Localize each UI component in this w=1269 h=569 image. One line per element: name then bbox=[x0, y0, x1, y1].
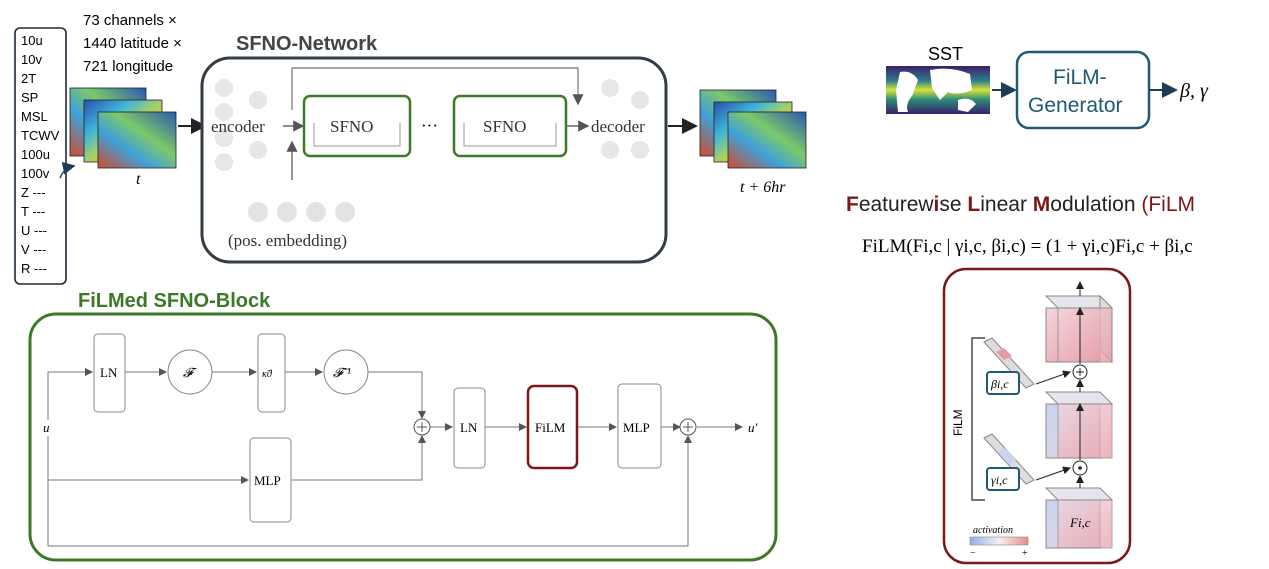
variable-item: 100v bbox=[21, 166, 50, 181]
film-equation: FiLM(Fi,c | γi,c, βi,c) = (1 + γi,c)Fi,c… bbox=[862, 236, 1193, 257]
variable-item: 10u bbox=[21, 33, 43, 48]
encoder-label: encoder bbox=[211, 117, 265, 136]
add-operator-icon bbox=[1072, 364, 1088, 380]
activation-legend-title: activation bbox=[973, 525, 1013, 536]
sum-node-1 bbox=[413, 418, 431, 436]
layer-norm-2-label: LN bbox=[460, 420, 478, 435]
sst-map-icon bbox=[886, 66, 990, 114]
beta-label-box bbox=[986, 371, 1020, 395]
beta-vector-icon bbox=[983, 337, 1071, 389]
u-output-label: u′ bbox=[748, 420, 758, 435]
film-block-panel bbox=[28, 312, 778, 562]
feature-label: Fi,c bbox=[1069, 515, 1091, 530]
variable-item: V --- bbox=[21, 242, 46, 257]
network-title: SFNO-Network bbox=[236, 33, 378, 55]
variable-item: 2T bbox=[21, 71, 36, 86]
beta-label: βi,c bbox=[990, 377, 1009, 391]
pos-embedding-icon bbox=[248, 202, 355, 222]
fourier-transform-node bbox=[167, 349, 213, 395]
variable-item: T --- bbox=[21, 204, 45, 219]
spectral-kernel bbox=[257, 333, 286, 413]
pos-embedding-label: (pos. embedding) bbox=[228, 231, 347, 250]
skip-mlp-layer bbox=[249, 437, 292, 523]
gamma-label-box bbox=[986, 467, 1020, 491]
decoder-net-icon bbox=[601, 79, 649, 159]
layer-norm-1 bbox=[93, 333, 126, 413]
film-block-title: FiLMed SFNO-Block bbox=[78, 290, 271, 312]
film-generator-box bbox=[1015, 50, 1151, 130]
sfno-block-2-label: SFNO bbox=[483, 117, 526, 136]
ellipsis: ··· bbox=[421, 116, 438, 135]
dims-channels: 73 channels × bbox=[83, 12, 177, 29]
variable-item: SP bbox=[21, 90, 38, 105]
input-variable-list: 10u 10v 2T SP MSL TCWV 100u 100v Z --- T… bbox=[14, 27, 67, 285]
film-generator-line1: FiLM- bbox=[1053, 66, 1107, 89]
gamma-label: γi,c bbox=[991, 473, 1008, 487]
inverse-fourier-node bbox=[323, 349, 369, 395]
output-feature-cube bbox=[1044, 294, 1114, 364]
input-field-stack-icon bbox=[59, 87, 177, 179]
inverse-fourier-label: 𝓕⁻¹ bbox=[333, 365, 351, 380]
film-generator-line2: Generator bbox=[1028, 94, 1123, 117]
skip-mlp-label: MLP bbox=[254, 473, 281, 488]
variable-item: 10v bbox=[21, 52, 42, 67]
multiply-operator-icon bbox=[1072, 460, 1088, 476]
film-layer bbox=[526, 384, 579, 470]
activation-legend-minus: − bbox=[970, 548, 976, 559]
variable-item: U --- bbox=[21, 223, 47, 238]
scaled-feature-cube bbox=[1044, 391, 1114, 459]
output-field-stack-icon bbox=[699, 89, 807, 169]
time-output-label: t + 6hr bbox=[740, 179, 786, 196]
sfno-block-1-label: SFNO bbox=[330, 117, 373, 136]
activation-legend-bar bbox=[969, 536, 1029, 546]
block-connections bbox=[47, 368, 743, 547]
generator-output: β, γ bbox=[1179, 80, 1209, 102]
layer-norm-2 bbox=[453, 387, 486, 469]
film-title: Featurewise Linear Modulation (FiLM bbox=[846, 193, 1195, 216]
layer-norm-1-label: LN bbox=[100, 365, 118, 380]
decoder-label: decoder bbox=[591, 117, 645, 136]
dims-longitude: 721 longitude bbox=[83, 58, 173, 75]
mlp-layer-label: MLP bbox=[623, 420, 650, 435]
input-feature-cube bbox=[1044, 487, 1114, 549]
variable-item: MSL bbox=[21, 109, 48, 124]
activation-legend-plus: + bbox=[1022, 548, 1028, 559]
film-side-label: FiLM bbox=[951, 409, 965, 436]
sfno-block-1 bbox=[302, 94, 412, 158]
sst-label: SST bbox=[928, 44, 963, 64]
variable-item: TCWV bbox=[21, 128, 60, 143]
film-layer-label: FiLM bbox=[535, 420, 566, 435]
variable-item: 100u bbox=[21, 147, 50, 162]
encoder-net-icon bbox=[215, 79, 267, 171]
variable-item: R --- bbox=[21, 261, 47, 276]
variable-item: Z --- bbox=[21, 185, 46, 200]
time-input-label: t bbox=[136, 171, 141, 188]
dims-latitude: 1440 latitude × bbox=[83, 35, 182, 52]
u-input-label: u bbox=[43, 420, 50, 435]
sum-node-2 bbox=[679, 418, 697, 436]
mlp-layer bbox=[617, 383, 662, 469]
kernel-label: κ̃ϑ bbox=[262, 369, 273, 380]
